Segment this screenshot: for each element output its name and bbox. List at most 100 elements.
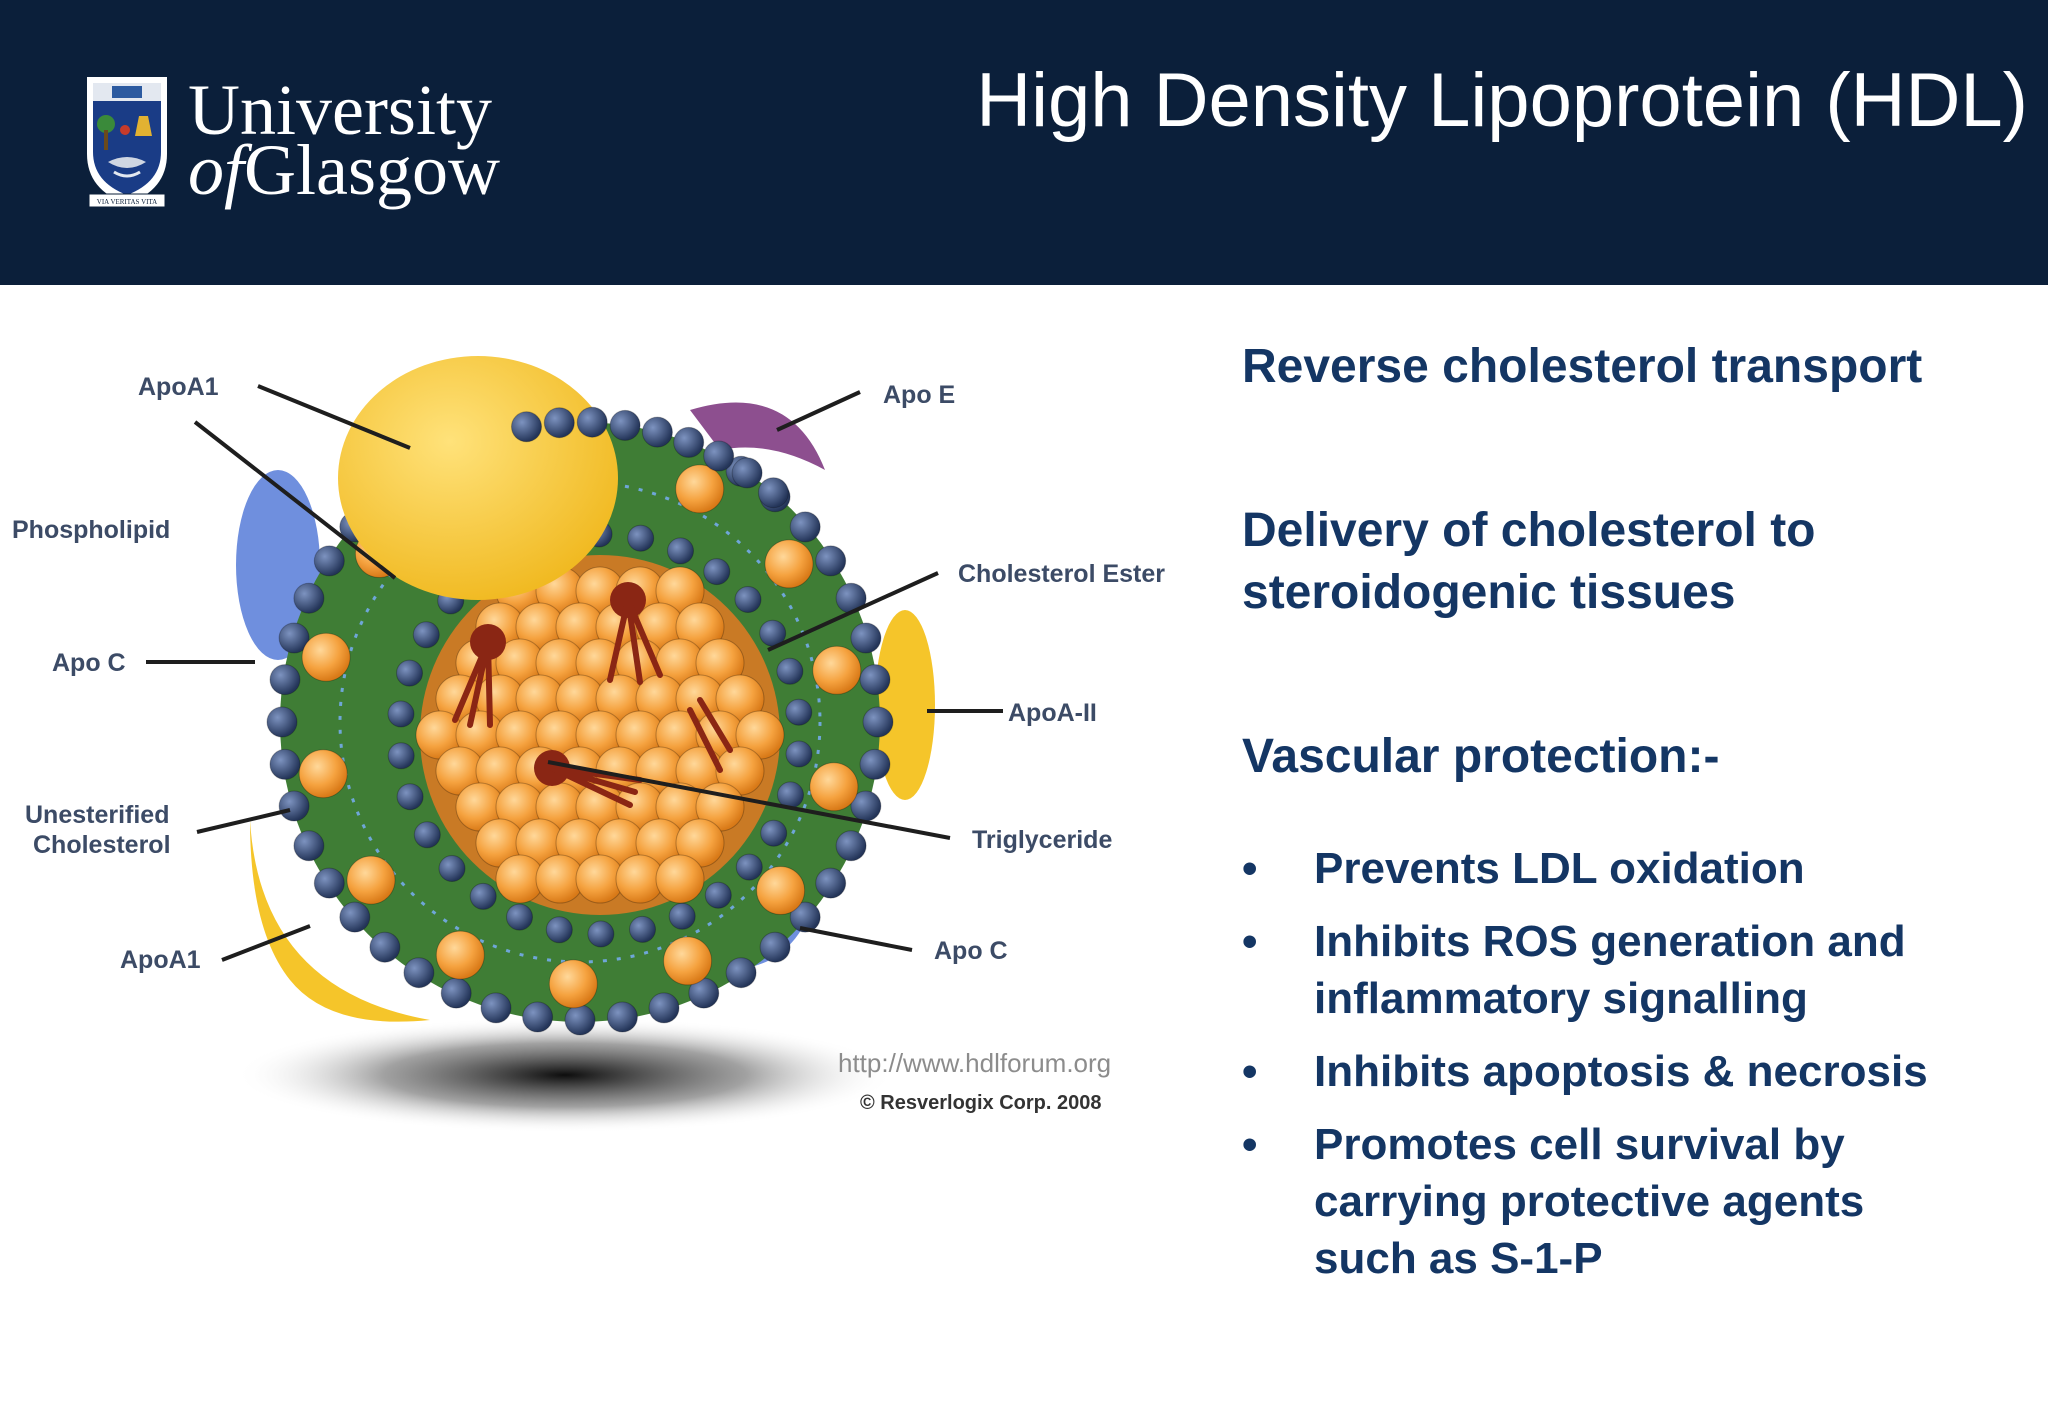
phospholipid-head-bead xyxy=(313,545,345,577)
phospholipid-head-bead xyxy=(278,790,310,822)
phospholipid-head-bead xyxy=(776,657,804,685)
cholesterol-sphere xyxy=(675,464,725,514)
cholesterol-sphere xyxy=(548,959,598,1009)
slide-title: High Density Lipoprotein (HDL) xyxy=(976,58,2028,143)
bullet-text: Promotes cell survival by carrying prote… xyxy=(1314,1120,1865,1283)
cholesterol-ester-sphere xyxy=(655,854,705,904)
bullet-dot: • xyxy=(1242,844,1258,893)
phospholipid-head-bead xyxy=(480,992,512,1024)
phospholipid-head-bead xyxy=(668,902,696,930)
logo-text-of-glasgow: ofGlasgow xyxy=(188,134,500,206)
phospholipid-head-bead xyxy=(339,901,371,933)
phospholipid-head-bead xyxy=(412,621,440,649)
label-apoa-ii: ApoA-II xyxy=(1008,699,1097,727)
phospholipid-head-bead xyxy=(735,853,763,881)
bullet-dot: • xyxy=(1242,1120,1258,1169)
apo-e-bead xyxy=(731,457,763,489)
cholesterol-sphere xyxy=(301,632,351,682)
cholesterol-sphere xyxy=(298,749,348,799)
bullet-text: Prevents LDL oxidation xyxy=(1314,844,1805,893)
label-apo-e: Apo E xyxy=(883,381,955,409)
phospholipid-head-bead xyxy=(815,545,847,577)
phospholipid-head-bead xyxy=(862,706,894,738)
university-crest-icon: VIA VERITAS VITA xyxy=(87,77,167,208)
cholesterol-sphere xyxy=(663,936,713,986)
label-leader-lines xyxy=(146,384,1003,962)
point-cholesterol-delivery-line2: steroidogenic tissues xyxy=(1242,566,1736,619)
apo-e-beads xyxy=(511,406,789,509)
cholesterol-sphere xyxy=(809,762,859,812)
phospholipid-head-bead xyxy=(269,664,301,696)
phospholipid-head-bead xyxy=(725,957,757,989)
label-triglyceride: Triglyceride xyxy=(972,826,1112,854)
point-cholesterol-delivery: Delivery of cholesterol to steroidogenic… xyxy=(1242,500,1816,624)
phospholipid-head-bead xyxy=(629,915,656,943)
phospholipid-head-bead xyxy=(667,537,694,565)
phospholipid-head-bead xyxy=(703,558,731,586)
phospholipid-head-bead xyxy=(413,821,441,849)
phospholipid-head-bead xyxy=(859,748,891,780)
apo-e-bead xyxy=(576,406,608,438)
label-cholesterol-ester: Cholesterol Ester xyxy=(958,560,1165,588)
phospholipid-head-bead xyxy=(313,867,345,899)
triglyceride-molecules xyxy=(452,582,733,808)
bullet-text: Inhibits ROS generation and inflammatory… xyxy=(1314,917,1906,1023)
slide-header: VIA VERITAS VITA University ofGlasgow Hi… xyxy=(0,0,2048,285)
label-apo-c-left: Apo C xyxy=(52,649,126,677)
apo-e-bead xyxy=(703,440,735,472)
list-item: • Inhibits ROS generation and inflammator… xyxy=(1242,913,2042,1027)
university-logo: VIA VERITAS VITA University ofGlasgow xyxy=(84,74,504,214)
point-reverse-cholesterol-transport: Reverse cholesterol transport xyxy=(1242,340,1923,393)
list-item: • Prevents LDL oxidation xyxy=(1242,840,2042,897)
label-apoa1-bottom: ApoA1 xyxy=(120,946,201,974)
phospholipid-head-bead xyxy=(859,664,891,696)
cholesterol-sphere xyxy=(346,855,396,905)
phospholipid-head-bead xyxy=(269,748,301,780)
phospholipid-head-bead xyxy=(369,931,401,963)
phospholipid-head-bead xyxy=(606,1001,638,1033)
credit-copyright: © Resverlogix Corp. 2008 xyxy=(860,1092,1102,1114)
vascular-protection-list: • Prevents LDL oxidation • Inhibits ROS ge… xyxy=(1242,840,2042,1303)
phospholipid-head-bead xyxy=(785,740,813,768)
phospholipid-head-bead xyxy=(777,781,804,809)
phospholipid-head-bead xyxy=(760,819,788,847)
apo-e-protein xyxy=(690,402,825,470)
hdl-particle-diagram: ApoA1 Phospholipid Apo C Unesterified Ch… xyxy=(12,356,1165,1133)
apo-e-bead xyxy=(609,409,641,441)
cholesterol-sphere xyxy=(812,645,862,695)
label-unesterified: Unesterified xyxy=(25,801,169,829)
bullet-dot: • xyxy=(1242,1047,1258,1096)
phospholipid-head-bead xyxy=(704,881,732,909)
phospholipid-head-bead xyxy=(293,830,325,862)
cholesterol-sphere xyxy=(435,930,485,980)
phospholipid-head-bead xyxy=(815,867,847,899)
phospholipid-head-bead xyxy=(627,524,655,552)
particle-shadow xyxy=(235,1017,895,1133)
phospholipid-head-bead xyxy=(387,700,415,728)
bullet-dot: • xyxy=(1242,917,1258,966)
phospholipid-tail-ring xyxy=(338,480,822,964)
apo-e-bead xyxy=(511,411,542,443)
phospholipid-head-bead xyxy=(278,622,310,654)
phospholipid-head-bead xyxy=(785,698,813,726)
label-cholesterol: Cholesterol xyxy=(33,831,171,859)
credit-url: http://www.hdlforum.org xyxy=(838,1048,1111,1078)
point-vascular-protection: Vascular protection:- xyxy=(1242,730,1720,783)
cholesterol-sphere xyxy=(764,539,814,589)
phospholipid-head-beads xyxy=(266,455,894,1036)
list-item: •Inhibits apoptosis & necrosis xyxy=(1242,1043,2042,1100)
phospholipid-head-bead xyxy=(587,920,615,948)
phospholipid-head-bead xyxy=(403,957,435,989)
phospholipid-head-bead xyxy=(522,1001,554,1033)
phospholipid-head-bead xyxy=(469,882,497,910)
phospholipid-head-bead xyxy=(396,659,423,687)
point-cholesterol-delivery-line1: Delivery of cholesterol to xyxy=(1242,504,1816,557)
cholesterol-sphere xyxy=(756,866,806,915)
list-item: • Promotes cell survival by carrying prot… xyxy=(1242,1116,2042,1287)
phospholipid-head-bead xyxy=(293,582,325,614)
phospholipid-head-bead xyxy=(789,901,821,933)
crest-motto: VIA VERITAS VITA xyxy=(97,198,157,206)
phospholipid-head-bead xyxy=(759,931,791,963)
phospholipid-head-bead xyxy=(734,586,762,613)
apo-e-bead xyxy=(757,477,789,509)
